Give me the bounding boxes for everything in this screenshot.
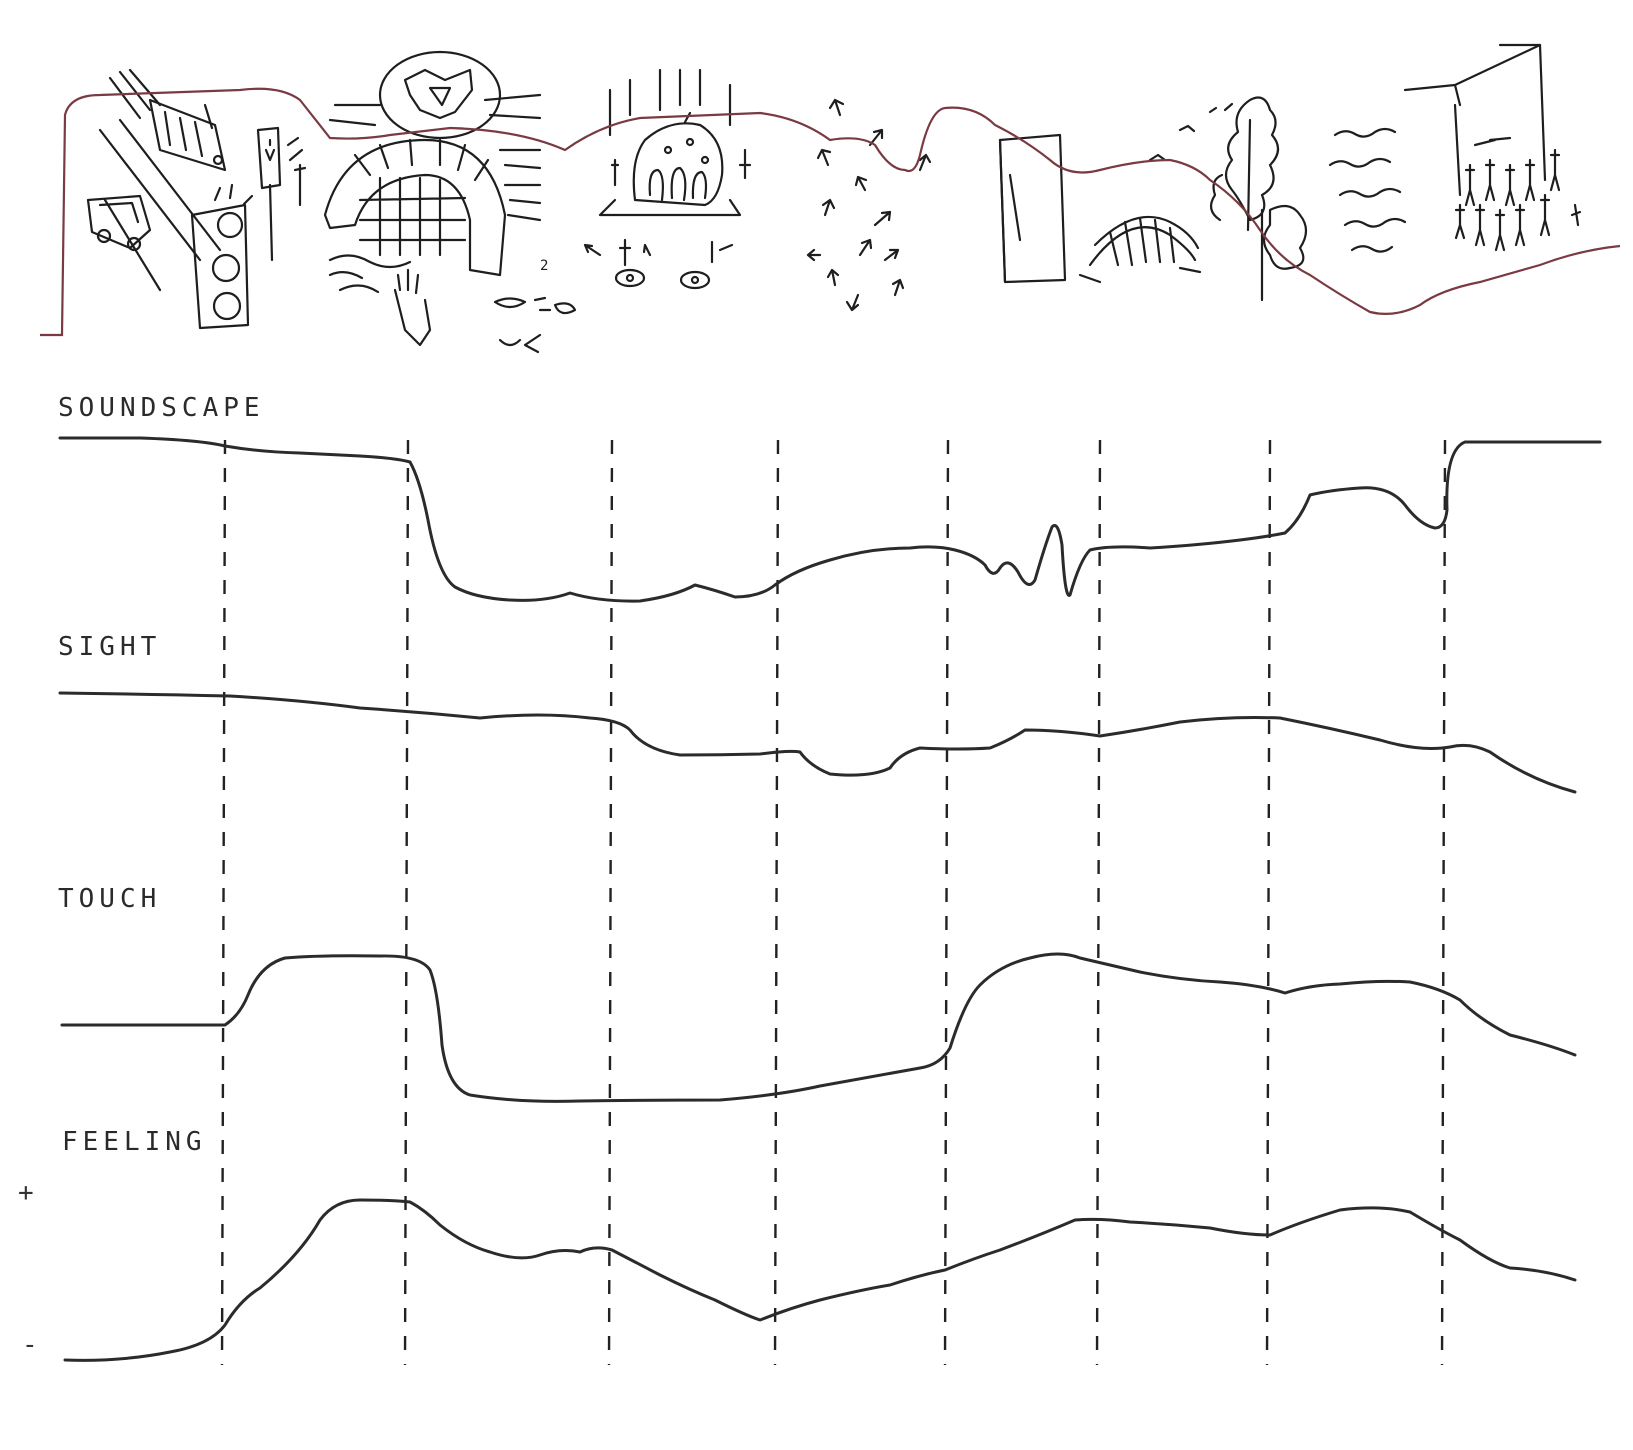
sketch-panel: 2 [86,43,1582,354]
feeling-line [63,1198,1577,1362]
route-profile-line [40,87,1621,337]
sketch-small-label: 2 [540,258,548,274]
track-label-touch: TOUCH [58,884,162,914]
segment-divider-7 [1265,439,1272,1366]
sensory-tracks [58,436,1602,1362]
segment-divider-1 [220,439,227,1366]
fountain-plaza-scene [583,68,752,290]
segment-divider-8 [1440,439,1447,1366]
segment-divider-4 [773,439,780,1366]
segment-divider-6 [1095,439,1102,1366]
soundscape-line [58,436,1602,603]
track-label-soundscape: SOUNDSCAPE [58,393,265,423]
segment-divider-2 [403,439,410,1366]
arrows-crowd-scene [806,98,932,312]
segment-divider-3 [607,439,614,1366]
crowd-tower-scene [1403,43,1582,252]
tunnel-arch-scene [323,50,577,354]
segment-dividers [220,439,1447,1366]
traffic-street-scene [86,68,307,330]
touch-line [60,952,1577,1103]
feeling-scale-minus: - [22,1330,38,1360]
track-label-sight: SIGHT [58,632,162,662]
track-label-feeling: FEELING [62,1127,207,1157]
building-bridge-scene [998,124,1202,284]
trees-water-scene [1208,96,1407,302]
feeling-scale-plus: + [18,1178,34,1208]
sight-line [58,691,1577,794]
segment-divider-5 [943,439,950,1366]
